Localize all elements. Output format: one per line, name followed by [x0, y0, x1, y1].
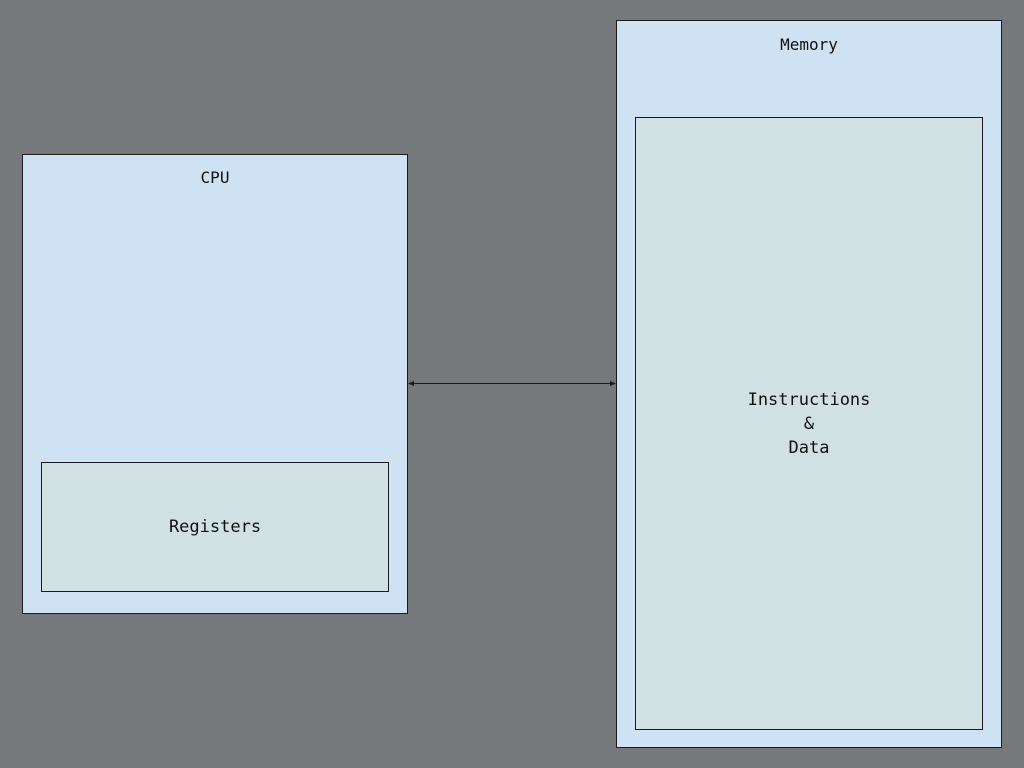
left-arrowhead — [408, 381, 414, 386]
registers-label-text: Registers — [168, 517, 262, 537]
memory-label: Memory — [780, 35, 838, 54]
registers-box: Registers — [41, 462, 389, 592]
data-line: Data — [788, 437, 830, 458]
instructions-data-box: Instructions & Data — [635, 117, 983, 730]
registers-label: Registers — [42, 515, 388, 539]
ampersand-line: & — [803, 413, 815, 434]
instructions-line: Instructions — [747, 389, 871, 410]
cpu-label: CPU — [200, 168, 230, 187]
instructions-data-label: Instructions & Data — [636, 388, 982, 460]
